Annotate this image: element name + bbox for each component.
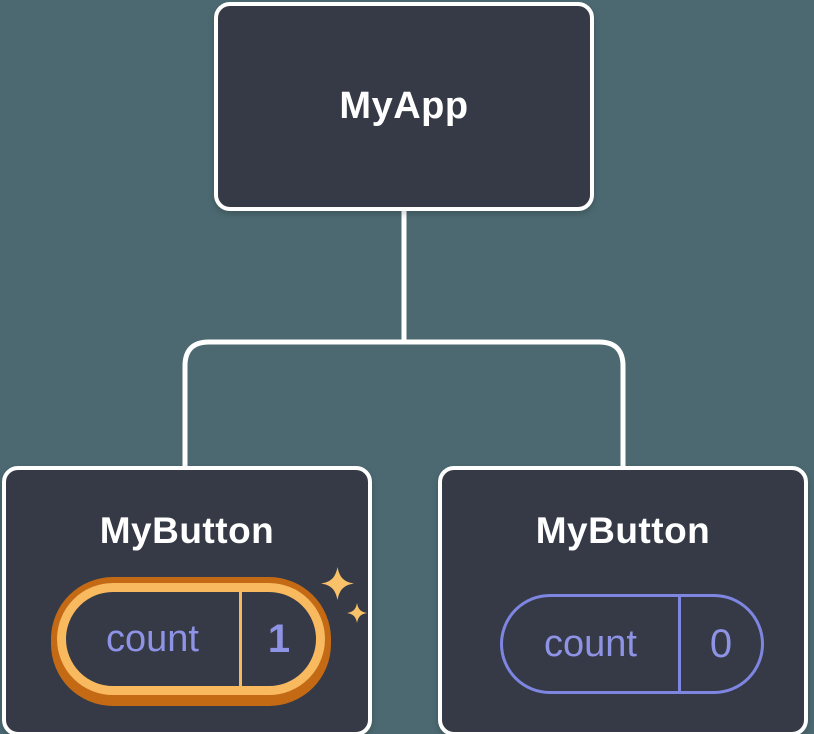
state-value: 1 bbox=[267, 616, 291, 661]
component-node-myapp: MyApp bbox=[214, 2, 594, 211]
component-label: MyButton bbox=[99, 510, 275, 551]
state-key-label: count bbox=[544, 622, 637, 665]
component-label: MyApp bbox=[339, 85, 469, 127]
state-pill-highlighted: count 1 bbox=[57, 583, 325, 695]
pill-divider bbox=[678, 597, 681, 691]
state-value: 0 bbox=[709, 621, 733, 666]
pill-divider bbox=[239, 592, 242, 686]
component-node-mybutton-right: MyButton count 0 bbox=[438, 466, 808, 734]
component-label: MyButton bbox=[535, 510, 711, 551]
state-key-label: count bbox=[106, 617, 199, 660]
sparkle-icon bbox=[321, 567, 367, 623]
state-pill: count 0 bbox=[500, 594, 764, 694]
component-node-mybutton-left: MyButton count 1 bbox=[2, 466, 372, 734]
